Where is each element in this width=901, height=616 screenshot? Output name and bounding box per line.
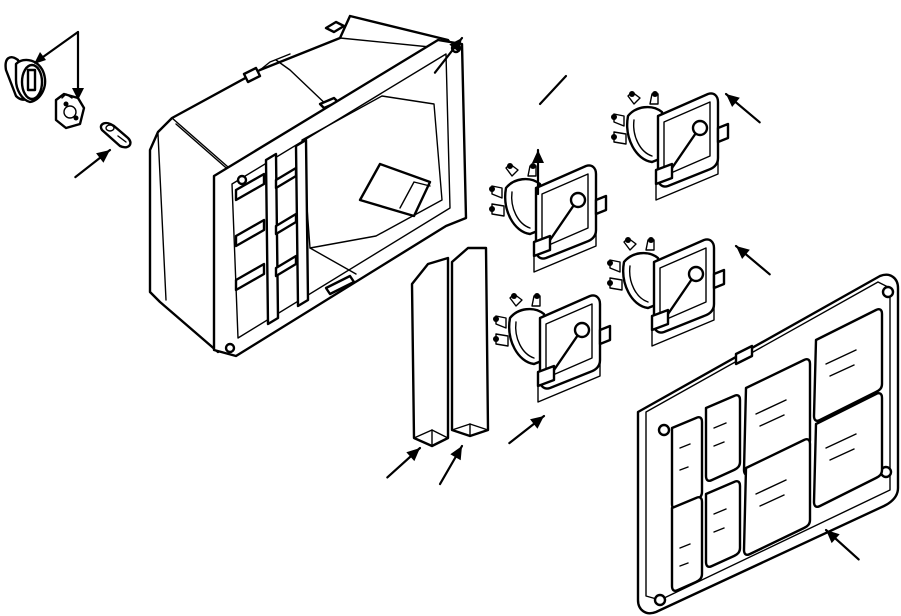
knob <box>4 56 47 104</box>
arrow-icon <box>538 74 568 106</box>
arrow-icon <box>820 524 864 566</box>
instrument-housing <box>148 14 468 358</box>
arrow-icon <box>721 88 765 128</box>
gauge-upper-left <box>487 161 608 274</box>
key-clip <box>99 121 132 149</box>
arrow-icon <box>433 441 469 489</box>
filler-plate-right <box>450 246 490 438</box>
arrow-icon <box>382 442 426 484</box>
arrow-icon <box>72 30 84 100</box>
filler-plate-left <box>410 256 450 448</box>
switch-nut <box>54 92 86 130</box>
arrow-icon <box>731 240 775 280</box>
arrow-icon <box>70 144 115 183</box>
arrow-icon <box>504 410 549 449</box>
gauge-upper-right <box>609 89 730 202</box>
arrow-icon <box>34 30 80 64</box>
callout-arrows <box>34 30 864 566</box>
gauge-lower-left <box>491 291 612 404</box>
instrument-bezel <box>636 273 900 615</box>
gauge-middle-right <box>605 235 726 348</box>
